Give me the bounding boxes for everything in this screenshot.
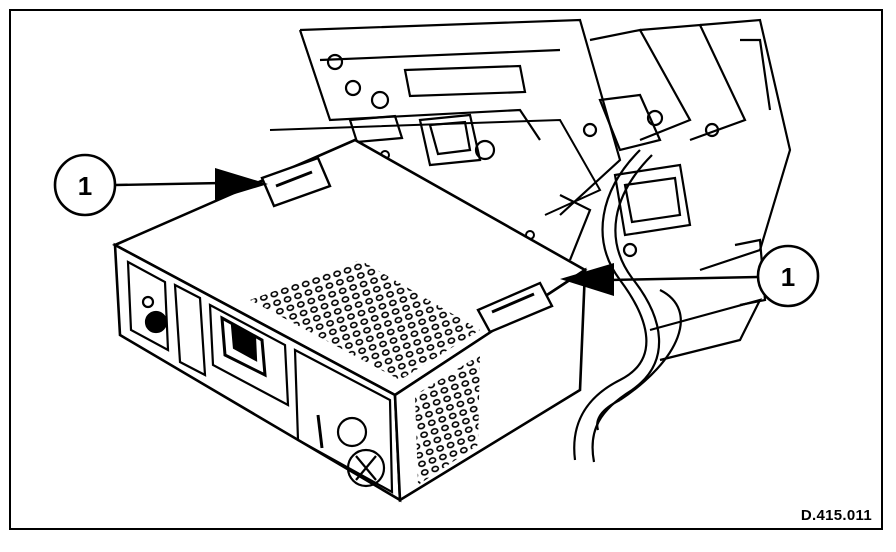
- callout-right: 1: [560, 244, 820, 308]
- leader-line: [114, 181, 223, 187]
- leader-line: [609, 275, 759, 282]
- locking-clip-right: [476, 281, 554, 334]
- cable-bundle: [573, 149, 682, 463]
- arrow-head-icon: [215, 168, 268, 200]
- callout-circle: [756, 244, 820, 308]
- callout-number: 1: [781, 262, 795, 292]
- unit-front-panel: [126, 260, 394, 494]
- figure-reference-code: D.415.011: [800, 507, 872, 524]
- callout-left: 1: [53, 153, 268, 217]
- callout-number: 1: [78, 171, 92, 201]
- arrow-head-icon: [560, 263, 614, 296]
- dashboard-structure: [298, 18, 792, 362]
- locking-clip-left: [260, 156, 332, 208]
